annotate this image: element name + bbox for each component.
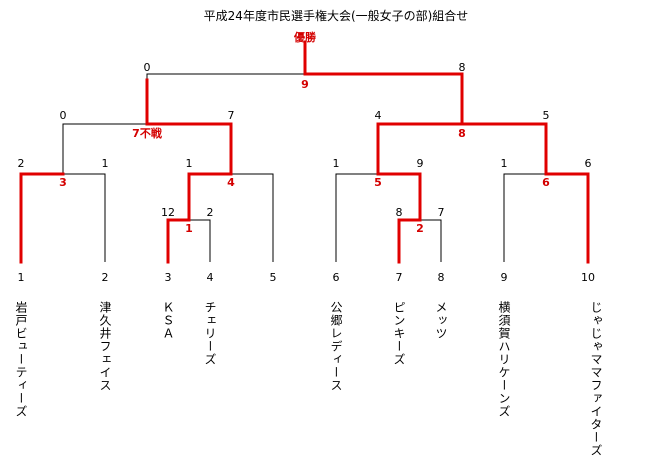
team-name-6: 公郷レディース — [329, 301, 343, 392]
slot-number-3: 3 — [165, 271, 172, 284]
slot-number-5: 5 — [270, 271, 277, 284]
score-m6-right: 6 — [585, 157, 592, 170]
team-name-3: ＫＳＡ — [161, 301, 175, 340]
team-name-7: ピンキーズ — [392, 301, 406, 366]
score-m3-right: 1 — [102, 157, 109, 170]
score-m8-right: 5 — [543, 109, 550, 122]
match-number-4: 4 — [227, 176, 235, 189]
page-title: 平成24年度市民選手権大会(一般女子の部)組合せ — [203, 9, 469, 23]
score-m2-right: 7 — [438, 206, 445, 219]
champion-label: 優勝 — [293, 30, 317, 44]
score-m3-left: 2 — [18, 157, 25, 170]
slot-number-1: 1 — [18, 271, 25, 284]
score-m6-left: 1 — [501, 157, 508, 170]
winner-paths — [19, 40, 590, 264]
score-m7-right: 7 — [228, 109, 235, 122]
tournament-bracket: 優勝 12 2 8 7 2 1 1 1 9 1 6 0 7 4 5 0 8 1 … — [18, 30, 596, 284]
team-name-2: 津久井フェイス — [98, 301, 112, 392]
score-m9-left: 0 — [144, 61, 151, 74]
score-m7-left: 0 — [60, 109, 67, 122]
slot-number-10: 10 — [581, 271, 595, 284]
slot-number-8: 8 — [438, 271, 445, 284]
team-name-10: じゃじゃママファイターズ — [589, 301, 603, 457]
match-number-6: 6 — [542, 176, 550, 189]
team-name-9: 横須賀ハリケーンズ — [497, 301, 511, 418]
match-number-5: 5 — [374, 176, 382, 189]
team-name-1: 岩戸ビューティーズ — [14, 301, 28, 418]
match-number-1: 1 — [185, 222, 193, 235]
score-m8-left: 4 — [375, 109, 382, 122]
match-number-9: 9 — [301, 78, 309, 91]
score-m2-left: 8 — [396, 206, 403, 219]
score-m1-right: 2 — [207, 206, 214, 219]
slot-number-6: 6 — [333, 271, 340, 284]
match-number-7: 7不戦 — [132, 126, 163, 140]
slot-number-2: 2 — [102, 271, 109, 284]
match-number-2: 2 — [416, 222, 424, 235]
match-number-8: 8 — [458, 127, 466, 140]
score-m9-right: 8 — [459, 61, 466, 74]
slot-number-9: 9 — [501, 271, 508, 284]
match-number-3: 3 — [59, 176, 67, 189]
score-m5-right: 9 — [417, 157, 424, 170]
slot-number-7: 7 — [396, 271, 403, 284]
team-name-8: メッツ — [434, 301, 448, 340]
team-name-4: チェリーズ — [203, 301, 217, 366]
score-m5-left: 1 — [333, 157, 340, 170]
score-m4-left: 1 — [186, 157, 193, 170]
slot-number-4: 4 — [207, 271, 214, 284]
score-m1-left: 12 — [161, 206, 175, 219]
